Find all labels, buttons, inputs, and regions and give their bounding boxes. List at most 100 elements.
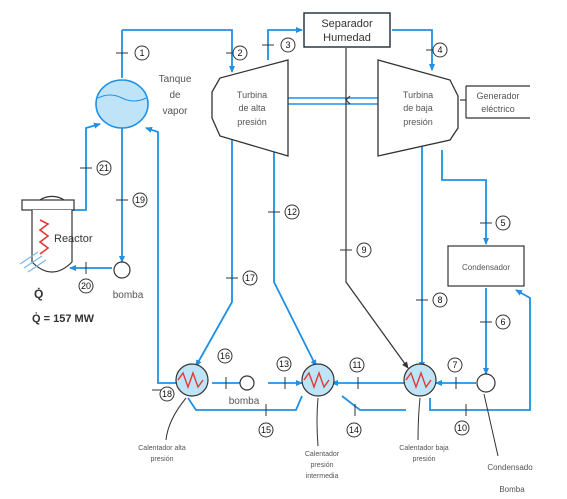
lp-turbine-label-line3: presión <box>403 117 433 127</box>
state-number-12: 12 <box>287 207 297 217</box>
hp-turbine-label-line3: presión <box>237 117 267 127</box>
heater-hp <box>175 363 209 397</box>
pipe-4 <box>392 29 435 71</box>
pipe-10 <box>429 289 531 411</box>
heater-ip-label-line3: intermedia <box>306 473 339 480</box>
pipe-15 <box>187 395 303 411</box>
heater-lp-coil <box>405 370 432 390</box>
q-dot-symbol: Q̇ <box>34 286 43 301</box>
callout-heater-hp <box>165 397 187 441</box>
condensate-label: Condensado <box>487 463 533 472</box>
state-marker-13 <box>276 356 292 372</box>
heater-hp-body <box>175 363 209 397</box>
state-marker-12 <box>284 204 300 220</box>
state-marker-10 <box>454 420 470 436</box>
state-marker-4 <box>432 42 448 58</box>
tank-label-line2: de <box>169 90 181 101</box>
pipe-5 <box>441 150 489 245</box>
state-marker-8 <box>432 292 448 308</box>
state-marker-2 <box>232 45 248 61</box>
pipe-9 <box>345 48 409 369</box>
state-marker-21 <box>96 160 112 176</box>
state-number-7: 7 <box>452 360 457 370</box>
state-number-14: 14 <box>349 425 359 435</box>
state-marker-19 <box>132 192 148 208</box>
pipe-17 <box>195 138 233 367</box>
hp-turbine-label-line2: de alta <box>238 103 265 113</box>
generator <box>460 85 530 119</box>
heater-lp-body <box>403 363 437 397</box>
state-numbers: 1 2 3 4 5 6 7 8 9 10 11 12 13 14 15 16 1… <box>81 40 506 435</box>
generator-outline <box>465 85 530 119</box>
state-number-3: 3 <box>285 40 290 50</box>
state-number-15: 15 <box>261 425 271 435</box>
condensate-pump-label: Bomba <box>499 485 525 494</box>
tank-label-line3: vapor <box>162 106 188 117</box>
callout-condensate-pump <box>483 393 499 457</box>
callouts <box>165 393 499 457</box>
condensate-pump <box>476 373 496 393</box>
state-number-11: 11 <box>352 360 361 370</box>
pipe-18 <box>145 127 178 384</box>
separator-label-line1: Separador <box>321 18 373 30</box>
generator-label-line1: Generador <box>476 91 519 101</box>
lp-turbine <box>377 59 459 157</box>
state-number-2: 2 <box>237 48 242 58</box>
reactor-flange <box>21 199 75 211</box>
state-marker-17 <box>242 270 258 286</box>
mid-pump <box>239 375 255 391</box>
heater-ip-label-line2: presión <box>311 462 334 469</box>
heater-ip-body <box>301 363 335 397</box>
tank-body <box>95 79 149 129</box>
main-pump-label: bomba <box>113 290 144 301</box>
state-number-13: 13 <box>279 359 289 369</box>
callout-heater-ip <box>316 397 319 447</box>
state-number-21: 21 <box>99 163 109 173</box>
shaft-mark <box>345 95 351 105</box>
pipe-12 <box>273 138 317 367</box>
state-number-17: 17 <box>245 273 255 283</box>
state-marker-3 <box>280 37 296 53</box>
state-number-5: 5 <box>500 218 505 228</box>
state-number-4: 4 <box>437 45 442 55</box>
heater-hp-coil <box>177 370 204 390</box>
tank-label-line1: Tanque <box>159 74 192 85</box>
state-marker-11 <box>349 357 365 373</box>
heater-lp-label-line2: presión <box>413 456 436 463</box>
heater-ip <box>301 363 335 397</box>
state-number-1: 1 <box>139 48 144 58</box>
state-marker-16 <box>217 348 233 364</box>
state-number-9: 9 <box>361 245 366 255</box>
pipe-3 <box>267 27 303 60</box>
reactor-coil <box>38 219 50 255</box>
state-marker-5 <box>495 215 511 231</box>
tank-water-line <box>97 94 147 102</box>
state-markers <box>78 37 511 438</box>
steam-tank <box>95 79 149 129</box>
heater-hp-label-line2: presión <box>151 456 174 463</box>
heater-ip-coil <box>303 370 330 390</box>
generator-label-line2: eléctrico <box>481 104 515 114</box>
separator-label-line2: Humedad <box>323 32 371 44</box>
heat-input-arrows <box>19 251 47 273</box>
state-number-10: 10 <box>457 423 467 433</box>
state-marker-7 <box>447 357 463 373</box>
state-marker-9 <box>356 242 372 258</box>
lp-turbine-label-line1: Turbina <box>403 90 433 100</box>
separator-drain <box>345 48 409 369</box>
state-number-6: 6 <box>500 317 505 327</box>
hp-turbine <box>211 59 289 157</box>
main-pump <box>113 261 131 279</box>
heater-lp-label-line1: Calentador baja <box>399 445 449 452</box>
hp-turbine-label-line1: Turbina <box>237 90 267 100</box>
state-marker-6 <box>495 314 511 330</box>
state-number-16: 16 <box>220 351 230 361</box>
reactor-label: Reactor <box>54 233 93 245</box>
pipe-14 <box>341 395 406 411</box>
state-marker-15 <box>258 422 274 438</box>
state-number-8: 8 <box>437 295 442 305</box>
lp-turbine-label-line2: de baja <box>403 103 433 113</box>
condenser-box <box>447 245 525 287</box>
reactor-dome <box>39 195 65 201</box>
